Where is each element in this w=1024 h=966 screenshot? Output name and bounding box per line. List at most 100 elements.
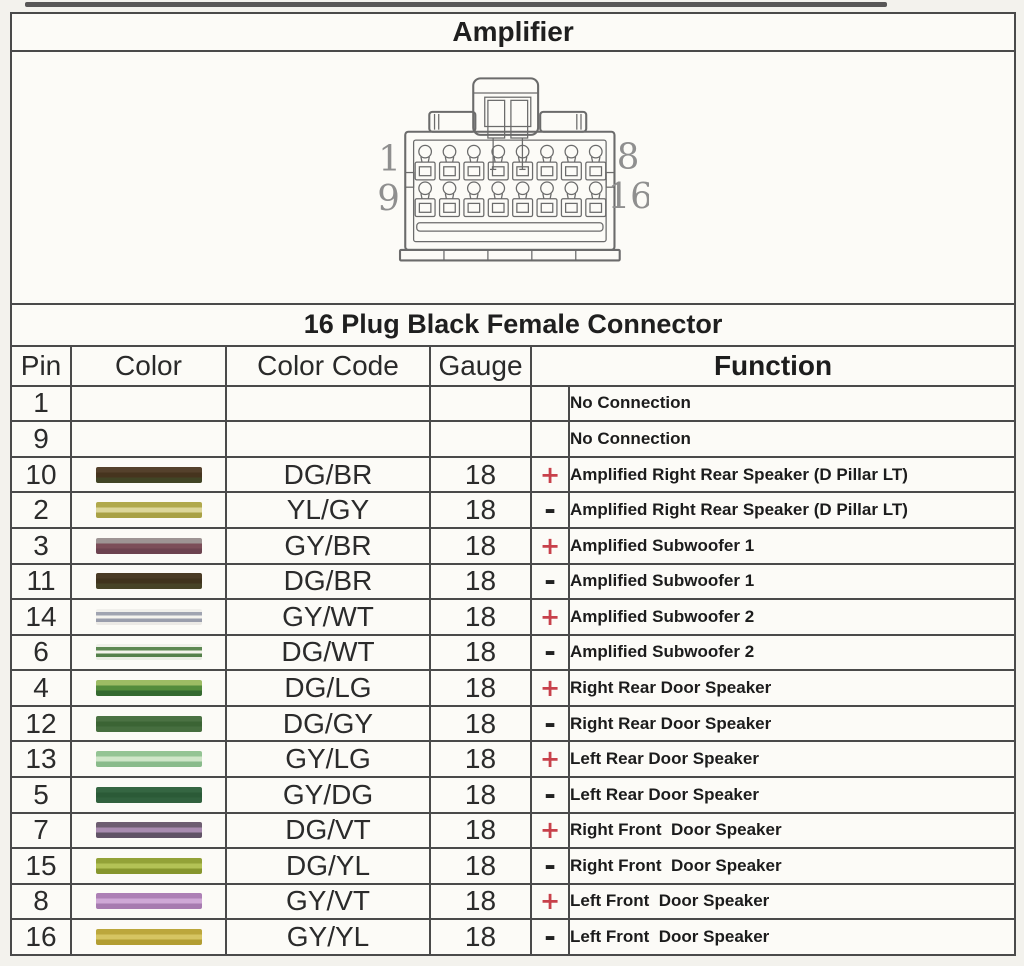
wire-color-swatch: [95, 751, 202, 768]
table-row: 10 DG/BR 18 + Amplified Right Rear Speak…: [10, 455, 1017, 494]
wire-color-cell: [70, 847, 227, 885]
function-label: Amplified Subwoofer 2: [567, 598, 1017, 636]
color-code: GY/YL: [225, 918, 431, 956]
function-label: No Connection: [567, 384, 1017, 423]
color-code: DG/YL: [225, 847, 431, 885]
wire-color-swatch: [95, 786, 202, 803]
wire-color-cell: [70, 882, 227, 921]
connector-pin-label-8: 8: [617, 137, 640, 178]
pin-number: 8: [10, 882, 72, 921]
pin-number: 14: [10, 598, 72, 636]
function-label: Amplified Right Rear Speaker (D Pillar L…: [567, 491, 1017, 529]
color-code: GY/WT: [225, 598, 431, 636]
wire-color-swatch: [95, 502, 202, 519]
polarity-sign: -: [530, 491, 570, 529]
polarity-sign: +: [530, 598, 570, 636]
connector-pin-cavity: [512, 181, 534, 218]
function-label: Right Rear Door Speaker: [567, 669, 1017, 707]
wire-color-cell: [70, 455, 227, 494]
wire-color-cell: [70, 526, 227, 565]
table-row: 1 No Connection: [10, 384, 1017, 423]
pin-number: 13: [10, 740, 72, 778]
table-row: 3 GY/BR 18 + Amplified Subwoofer 1: [10, 526, 1017, 565]
pin-number: 4: [10, 669, 72, 707]
pin-number: 5: [10, 775, 72, 814]
wire-gauge: 18: [429, 562, 532, 601]
connector-row: 1 8 9 16: [9, 49, 1017, 305]
color-code: DG/GY: [225, 704, 431, 743]
polarity-sign: -: [530, 633, 570, 672]
wire-color-swatch: [95, 929, 202, 946]
color-code: DG/WT: [225, 633, 431, 672]
connector-shoulders: [428, 111, 588, 134]
pin-number: 10: [10, 455, 72, 494]
wire-gauge: 18: [429, 526, 532, 565]
pin-number: 9: [10, 420, 72, 458]
wire-gauge: 18: [429, 669, 532, 707]
wire-gauge: 18: [429, 598, 532, 636]
connector-caption: 16 Plug Black Female Connector: [9, 302, 1017, 347]
table-row: 8 GY/VT 18 + Left Front Door Speaker: [10, 882, 1017, 921]
wire-gauge: [429, 420, 532, 458]
connector-pin-label-1: 1: [378, 139, 401, 180]
wire-color-cell: [70, 775, 227, 814]
connector-pin-label-16: 16: [608, 176, 649, 217]
connector-pin-cavity: [463, 145, 485, 181]
table-row: 12 DG/GY 18 - Right Rear Door Speaker: [10, 704, 1017, 743]
function-label: Left Rear Door Speaker: [567, 775, 1017, 814]
table-row: 4 DG/LG 18 + Right Rear Door Speaker: [10, 669, 1017, 707]
table-row: 6 DG/WT 18 - Amplified Subwoofer 2: [10, 633, 1017, 672]
table-row: 5 GY/DG 18 - Left Rear Door Speaker: [10, 775, 1017, 814]
polarity-sign: -: [530, 847, 570, 885]
wire-gauge: 18: [429, 918, 532, 956]
header-pin: Pin: [10, 344, 72, 387]
polarity-sign: [530, 420, 570, 458]
wire-gauge: 18: [429, 704, 532, 743]
pin-number: 3: [10, 526, 72, 565]
connector-pin-cavity: [414, 181, 436, 218]
polarity-sign: -: [530, 918, 570, 956]
wire-color-swatch: [95, 680, 202, 697]
title-row: Amplifier: [9, 12, 1017, 52]
amplifier-pinout-table: Amplifier: [9, 12, 1017, 956]
connector-pin-cavity: [585, 181, 607, 218]
wire-color-swatch: [95, 644, 202, 661]
header-function: Function: [529, 344, 1017, 387]
pin-number: 15: [10, 847, 72, 885]
function-label: No Connection: [567, 420, 1017, 458]
header-gauge: Gauge: [429, 344, 532, 387]
table-row: 15 DG/YL 18 - Right Front Door Speaker: [10, 847, 1017, 885]
pin-number: 2: [10, 491, 72, 529]
color-code: [225, 420, 431, 458]
polarity-sign: +: [530, 455, 570, 494]
connector-latch: [472, 77, 540, 171]
function-label: Amplified Subwoofer 2: [567, 633, 1017, 672]
wire-color-cell: [70, 562, 227, 601]
connector-pin-cavity: [414, 145, 436, 181]
connector-pin-cavity: [487, 145, 509, 181]
polarity-sign: -: [530, 775, 570, 814]
pin-number: 6: [10, 633, 72, 672]
color-code: YL/GY: [225, 491, 431, 529]
table-row: 9 No Connection: [10, 420, 1017, 458]
pin-number: 16: [10, 918, 72, 956]
pin-number: 1: [10, 384, 72, 423]
polarity-sign: [530, 384, 570, 423]
wire-color-swatch: [95, 537, 202, 554]
wire-color-swatch: [95, 608, 202, 625]
polarity-sign: +: [530, 740, 570, 778]
function-label: Amplified Subwoofer 1: [567, 562, 1017, 601]
function-label: Right Rear Door Speaker: [567, 704, 1017, 743]
scan-artifact-line: [25, 2, 887, 7]
wire-color-cell: [70, 420, 227, 458]
wire-color-cell: [70, 704, 227, 743]
connector-pin-cavity: [560, 145, 582, 181]
table-row: 7 DG/VT 18 + Right Front Door Speaker: [10, 811, 1017, 850]
wire-color-cell: [70, 633, 227, 672]
color-code: GY/LG: [225, 740, 431, 778]
connector-diagram: 1 8 9 16: [377, 77, 649, 262]
pin-number: 11: [10, 562, 72, 601]
table-row: 14 GY/WT 18 + Amplified Subwoofer 2: [10, 598, 1017, 636]
wire-color-cell: [70, 811, 227, 850]
